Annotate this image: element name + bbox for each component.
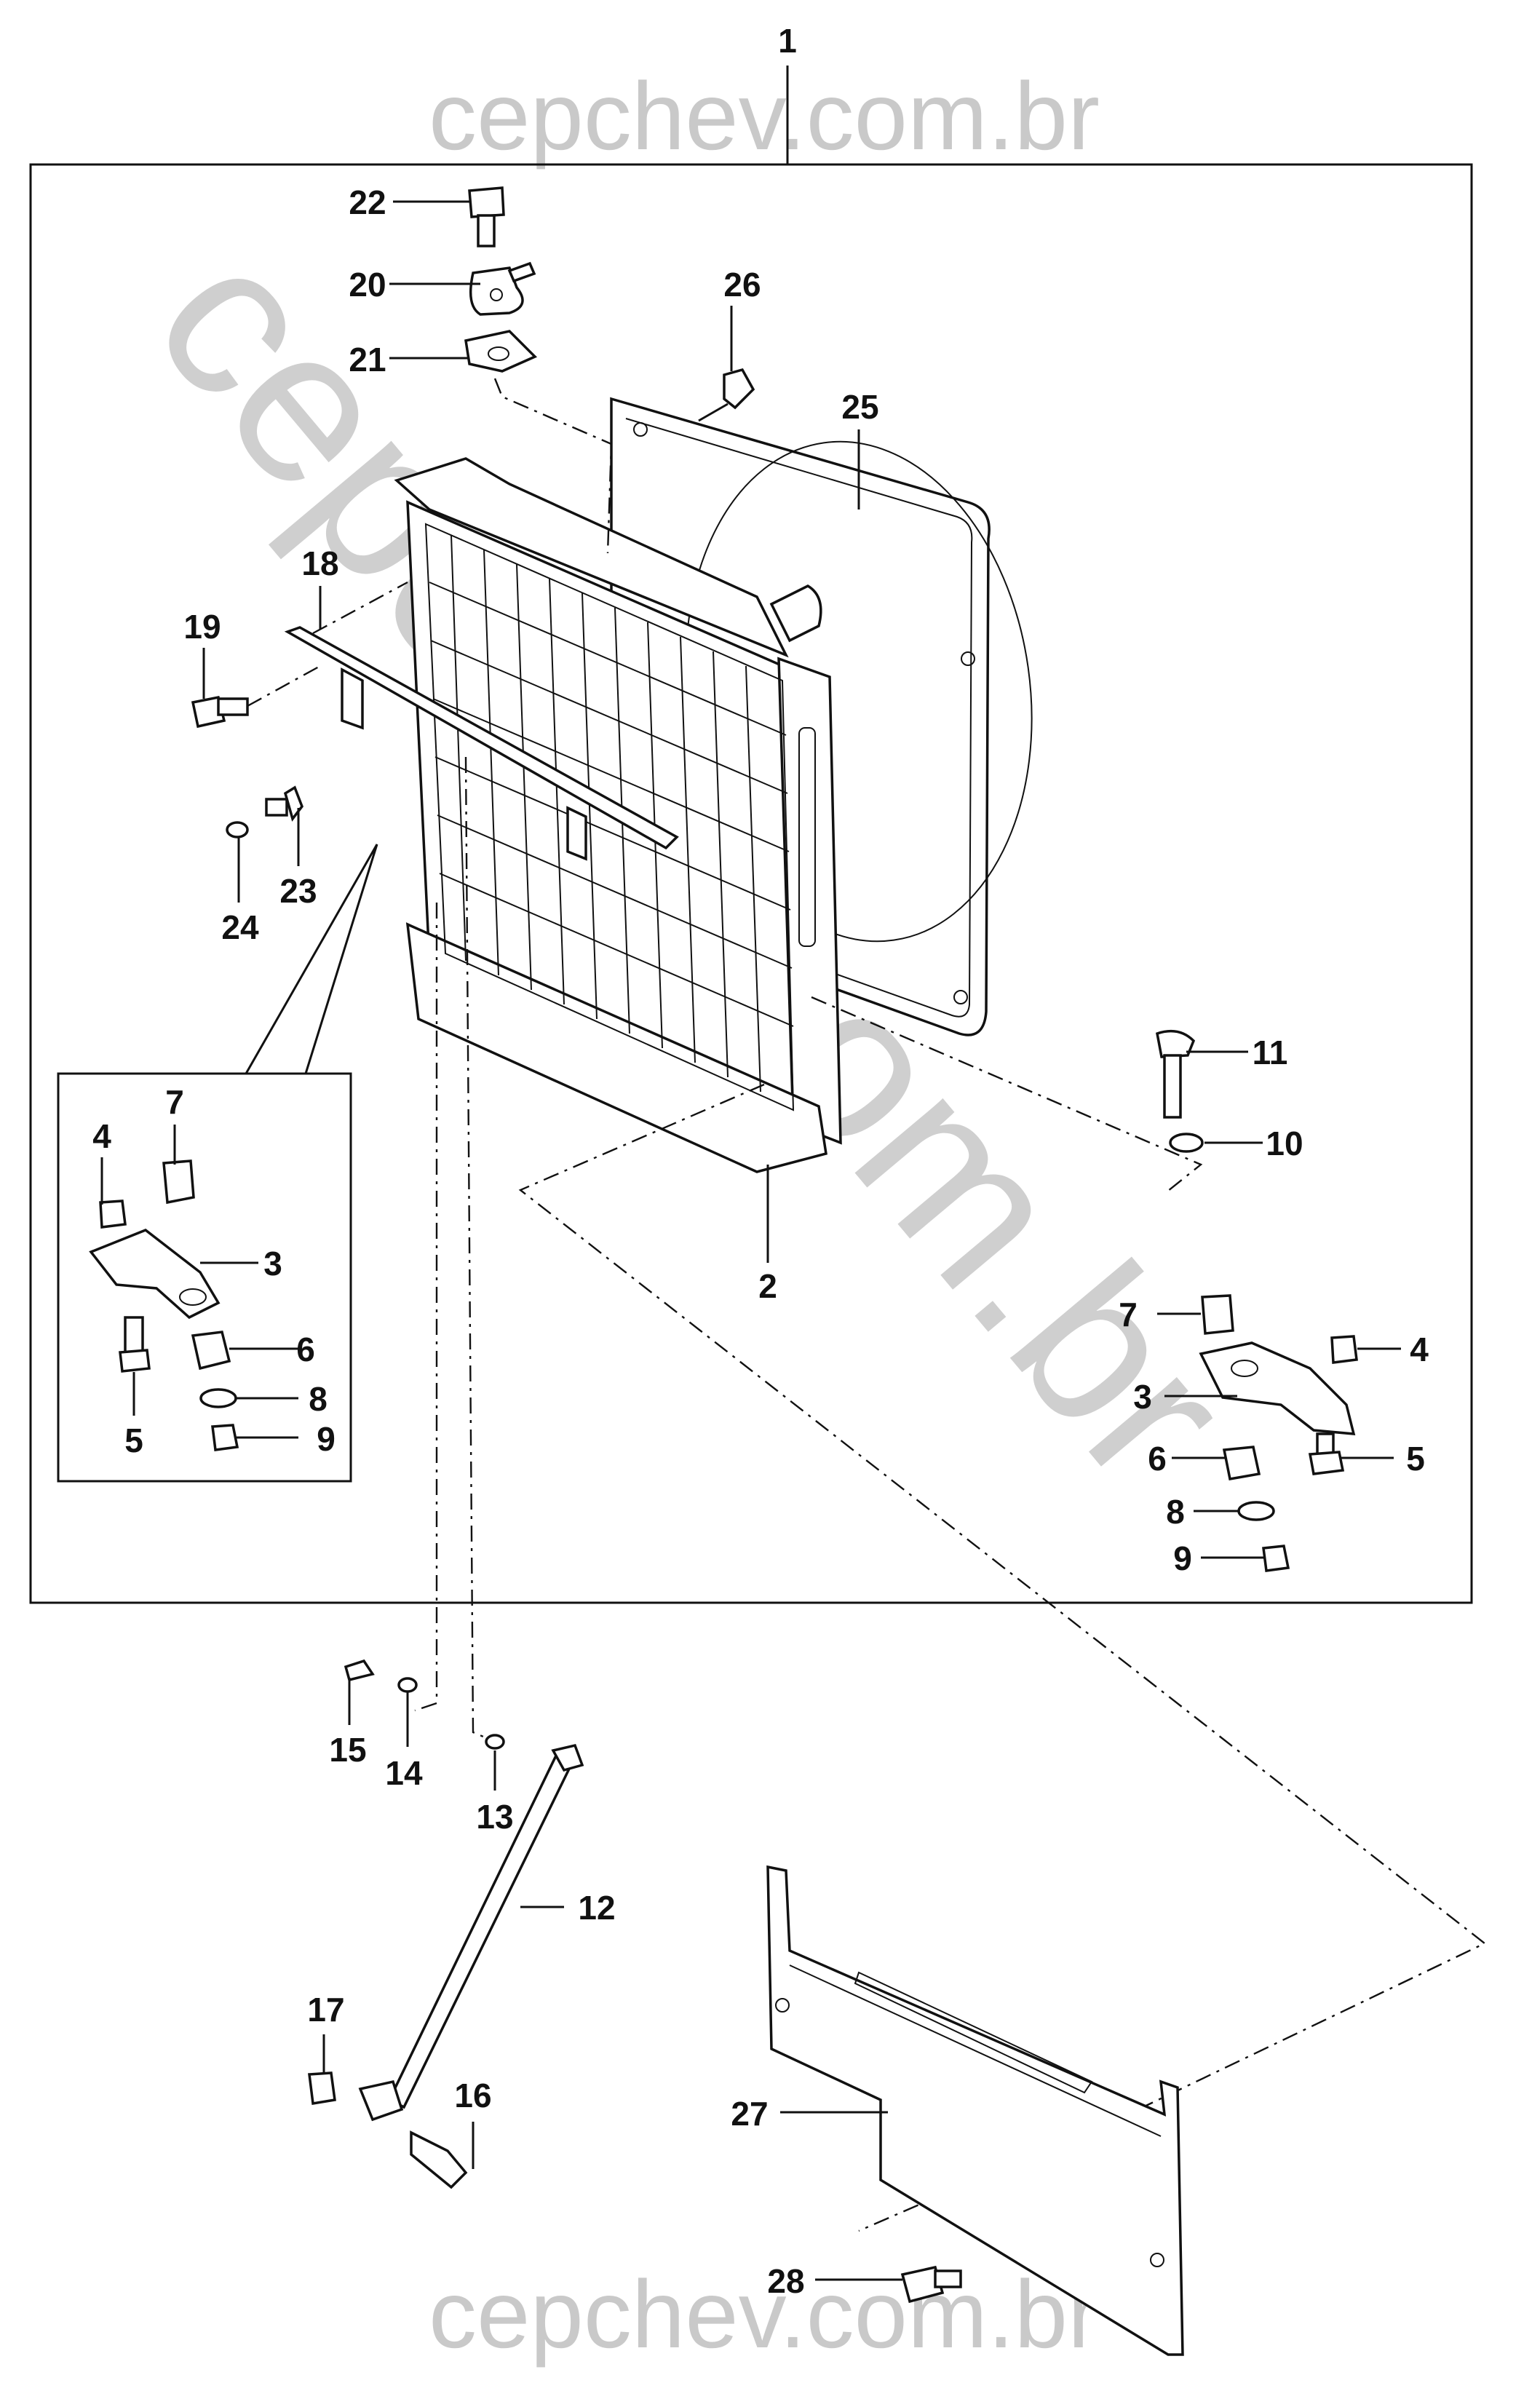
top-mount-rubber	[464, 330, 538, 373]
callout-22: 22	[349, 183, 386, 221]
stay-clip-15	[344, 1659, 375, 1682]
phantom-stay-upper	[414, 903, 438, 1712]
right-mount-bracket	[1199, 1341, 1356, 1435]
right-mount-nut	[1330, 1335, 1358, 1364]
callout-12: 12	[578, 1889, 615, 1927]
callout-19: 19	[183, 608, 221, 646]
top-mount-phantom	[493, 378, 613, 554]
callout-20: 20	[349, 266, 386, 304]
callout-10: 10	[1266, 1125, 1303, 1162]
top-mount-bolt	[468, 186, 505, 247]
right-mount-bolt	[1308, 1432, 1345, 1475]
callout-3-left: 3	[263, 1245, 282, 1282]
callout-9-right: 9	[1173, 1539, 1192, 1577]
shroud-rivet	[723, 368, 755, 410]
right-mount-washer	[1237, 1501, 1275, 1521]
stay-rod-nut	[308, 2071, 336, 2106]
watermark-top: cepchev.com.br	[429, 63, 1100, 170]
left-mount-bolt	[119, 1316, 151, 1373]
callout-6-right: 6	[1148, 1440, 1167, 1478]
callout-8-left: 8	[309, 1380, 328, 1418]
callout-21: 21	[349, 341, 386, 378]
callout-16: 16	[454, 2077, 491, 2114]
tie-bar-bolt-phantom	[247, 665, 321, 707]
callout-17: 17	[307, 1991, 344, 2029]
shield-bolt	[900, 2265, 962, 2304]
callout-5-left: 5	[124, 1421, 143, 1459]
callout-15: 15	[329, 1731, 366, 1769]
detail-inset-frame	[57, 1072, 352, 1483]
stay-washer-14	[397, 1677, 418, 1693]
radiator-fins	[429, 534, 794, 1093]
detail-inset-pointer	[245, 844, 378, 1074]
callout-28: 28	[767, 2262, 804, 2300]
callout-27: 27	[731, 2095, 768, 2133]
small-screw	[265, 785, 303, 822]
stay-washer-13	[485, 1734, 505, 1750]
callout-3-right: 3	[1133, 1378, 1152, 1416]
callout-23: 23	[279, 872, 317, 910]
callout-7-right: 7	[1119, 1296, 1138, 1333]
callout-11: 11	[1253, 1034, 1288, 1071]
callout-14: 14	[385, 1754, 423, 1792]
leader-26b	[698, 403, 729, 422]
callout-18: 18	[301, 544, 338, 582]
callout-4-right: 4	[1410, 1331, 1429, 1368]
leader-lines	[100, 200, 1401, 2281]
callout-5-right: 5	[1406, 1440, 1425, 1478]
stay-rod-end	[551, 1743, 584, 1772]
stay-rod-bolt	[410, 2130, 468, 2189]
callout-4-left: 4	[92, 1117, 111, 1155]
left-mount-washer	[199, 1388, 237, 1408]
lower-mount-bolt	[1155, 1029, 1196, 1119]
left-mount-lower-nut	[211, 1424, 239, 1451]
left-mount-bracket	[89, 1229, 221, 1320]
lower-splash-shield	[766, 1865, 1184, 2356]
callout-2: 2	[758, 1267, 777, 1305]
callout-26: 26	[723, 266, 761, 304]
callout-labels: 1 2 3 3 4 4 5 5 6 6 7 7 8 8 9 9 10 11 12…	[92, 22, 1429, 2300]
callout-8-right: 8	[1166, 1493, 1185, 1531]
top-mount-clip	[469, 261, 536, 316]
small-washer	[226, 821, 249, 838]
tie-bar-bolt	[191, 695, 249, 729]
stay-rod-bushing	[358, 2079, 404, 2122]
left-mount-upper-rubber	[162, 1159, 195, 1205]
phantom-lower-right	[811, 996, 1203, 1194]
left-mount-nut	[99, 1200, 127, 1229]
callout-25: 25	[841, 388, 878, 426]
callout-7-left: 7	[165, 1083, 184, 1121]
right-mount-lower-nut	[1262, 1545, 1290, 1572]
callout-13: 13	[476, 1798, 513, 1836]
callout-24: 24	[221, 908, 259, 946]
lower-mount-washer	[1169, 1133, 1204, 1153]
right-mount-upper-rubber	[1201, 1294, 1234, 1335]
upper-tie-bar	[284, 626, 679, 861]
left-mount-lower-rubber	[191, 1331, 231, 1371]
callout-6-left: 6	[296, 1331, 315, 1368]
assembly-frame	[29, 163, 1473, 1604]
watermark-bottom: cepchev.com.br	[429, 2261, 1100, 2368]
right-mount-lower-rubber	[1222, 1446, 1261, 1481]
callout-9-left: 9	[317, 1420, 336, 1458]
callout-1: 1	[778, 22, 797, 60]
